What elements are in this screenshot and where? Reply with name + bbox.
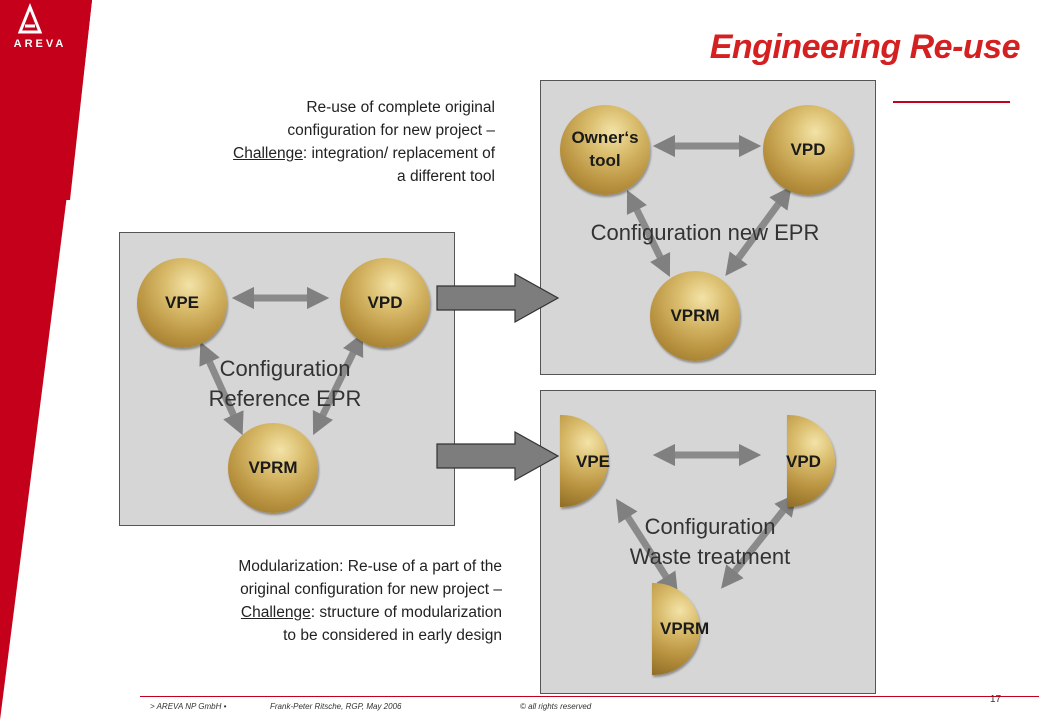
node-vpd: VPD xyxy=(763,105,853,195)
ref-arrow-vpd-vprm xyxy=(312,332,364,436)
reference-epr-label: Configuration Reference EPR xyxy=(208,356,362,411)
node-vprm: VPRM xyxy=(650,271,740,361)
ref-arrow-vpe-vprm xyxy=(199,341,244,436)
waste-treatment-label: Configuration Waste treatment xyxy=(629,514,791,569)
note-bottom: Modularization: Re-use of a part of the … xyxy=(238,558,502,644)
page-number: 17 xyxy=(990,694,1002,705)
new-epr-label: Configuration new EPR xyxy=(590,220,820,245)
node-vprm: VPRM xyxy=(228,423,318,513)
new-arrow-owner-vprm xyxy=(626,189,671,278)
node-vpd-label: VPD xyxy=(786,452,821,471)
footer-rule xyxy=(140,696,1039,697)
waste-arrow-vpd-vprm xyxy=(721,493,797,589)
footer-author: Frank-Peter Ritsche, RGP, May 2006 xyxy=(270,702,402,711)
transfer-arrow-to-new-epr xyxy=(436,272,560,324)
footer-company: > AREVA NP GmbH • xyxy=(150,702,227,711)
node-vpd: VPD xyxy=(340,258,430,348)
new-arrow-vpd-vprm xyxy=(725,185,792,277)
node-vpe: VPE xyxy=(137,258,227,348)
logo-side-band xyxy=(0,0,92,720)
note-top: Re-use of complete original configuratio… xyxy=(233,99,495,185)
logo-text: AREVA xyxy=(13,38,67,50)
challenge-word: Challenge xyxy=(233,145,303,162)
footer-rights: © all rights reserved xyxy=(520,702,592,711)
node-vprm-label: VPRM xyxy=(660,619,710,638)
transfer-arrow-to-waste xyxy=(436,430,560,482)
challenge-word: Challenge xyxy=(240,604,311,621)
page-title: Engineering Re-use xyxy=(709,28,1021,66)
waste-arrow-vpe-vprm xyxy=(615,498,679,596)
title-underline xyxy=(893,101,1010,103)
node-vpe-label: VPE xyxy=(576,452,611,471)
